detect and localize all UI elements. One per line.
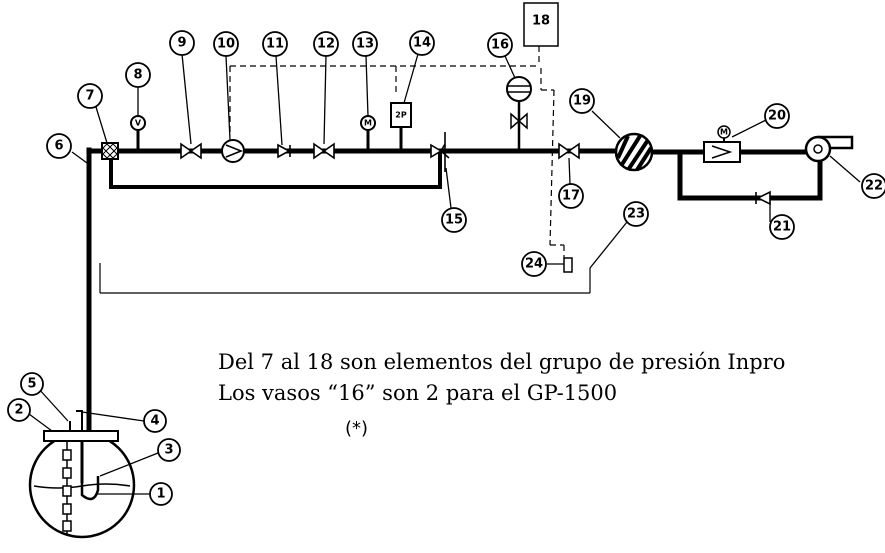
svg-text:13: 13 [356,37,374,52]
callout-20: 20 [764,103,790,129]
gauge-8: V [130,115,146,151]
callout-5: 5 [20,372,44,396]
filter-7 [101,142,119,160]
svg-text:21: 21 [773,220,791,235]
check-valve-21 [755,190,771,206]
svg-text:8: 8 [133,68,142,83]
callout-21: 21 [769,214,795,240]
callout-13: 13 [352,31,378,57]
leader-lines [28,53,861,495]
svg-text:6: 6 [54,139,63,154]
svg-text:24: 24 [525,257,543,272]
callout-2: 2 [7,398,31,422]
svg-text:1: 1 [156,487,165,502]
valve-17 [558,142,580,160]
switch-14-letter: 2P [395,111,407,120]
svg-text:14: 14 [413,36,431,51]
pressure-switch-14: 2P [390,102,412,151]
callout-17: 17 [558,183,584,209]
callout-24: 24 [521,251,547,277]
return-line [99,263,591,294]
svg-text:19: 19 [573,94,591,109]
svg-text:12: 12 [317,37,335,52]
control-lines [229,46,565,258]
vessel-16 [506,76,532,151]
note-line-1: Del 7 al 18 son elementos del grupo de p… [218,350,786,374]
pump-10 [221,139,245,163]
svg-text:10: 10 [217,37,235,52]
callout-18: 18 [532,14,550,29]
valve-12 [313,142,335,160]
note-line-2: Los vasos “16” son 2 para el GP-1500 [218,381,618,405]
callout-16: 16 [487,32,513,58]
svg-text:5: 5 [27,377,36,392]
callout-19: 19 [569,88,595,114]
callout-14: 14 [409,30,435,56]
svg-text:4: 4 [150,414,159,429]
svg-text:18: 18 [532,14,550,29]
callout-22: 22 [861,173,885,199]
motor-20-letter: M [720,128,728,137]
sensor-24 [563,257,573,273]
callout-6: 6 [46,133,72,159]
callout-7: 7 [77,83,103,109]
note-footnote-marker: (*) [345,418,369,439]
callout-10: 10 [213,31,239,57]
svg-text:15: 15 [445,213,463,228]
svg-text:16: 16 [491,38,509,53]
outlet-22 [804,135,854,163]
callout-1: 1 [149,482,173,506]
callout-15: 15 [441,207,467,233]
gauge-13: M [360,115,376,151]
tank-19 [614,132,654,172]
motor-valve-20: M [703,125,741,163]
svg-text:2: 2 [14,403,23,418]
svg-text:20: 20 [768,109,786,124]
callout-3: 3 [157,438,181,462]
svg-text:3: 3 [164,443,173,458]
callout-23: 23 [623,201,649,227]
svg-text:11: 11 [266,37,284,52]
svg-text:23: 23 [627,207,645,222]
svg-text:9: 9 [177,36,186,51]
well [28,410,136,539]
callout-9: 9 [169,30,195,56]
gauge-13-letter: M [364,119,372,128]
valve-15 [430,132,450,172]
svg-text:7: 7 [85,89,94,104]
svg-text:22: 22 [865,179,883,194]
gauge-8-letter: V [135,119,142,128]
svg-text:17: 17 [562,189,580,204]
callout-4: 4 [143,409,167,433]
control-box-18 [523,2,559,47]
main-pipes [86,147,823,438]
check-valve-11 [277,143,291,159]
valve-9 [180,142,202,160]
callout-8: 8 [125,62,151,88]
callout-12: 12 [313,31,339,57]
callout-11: 11 [262,31,288,57]
